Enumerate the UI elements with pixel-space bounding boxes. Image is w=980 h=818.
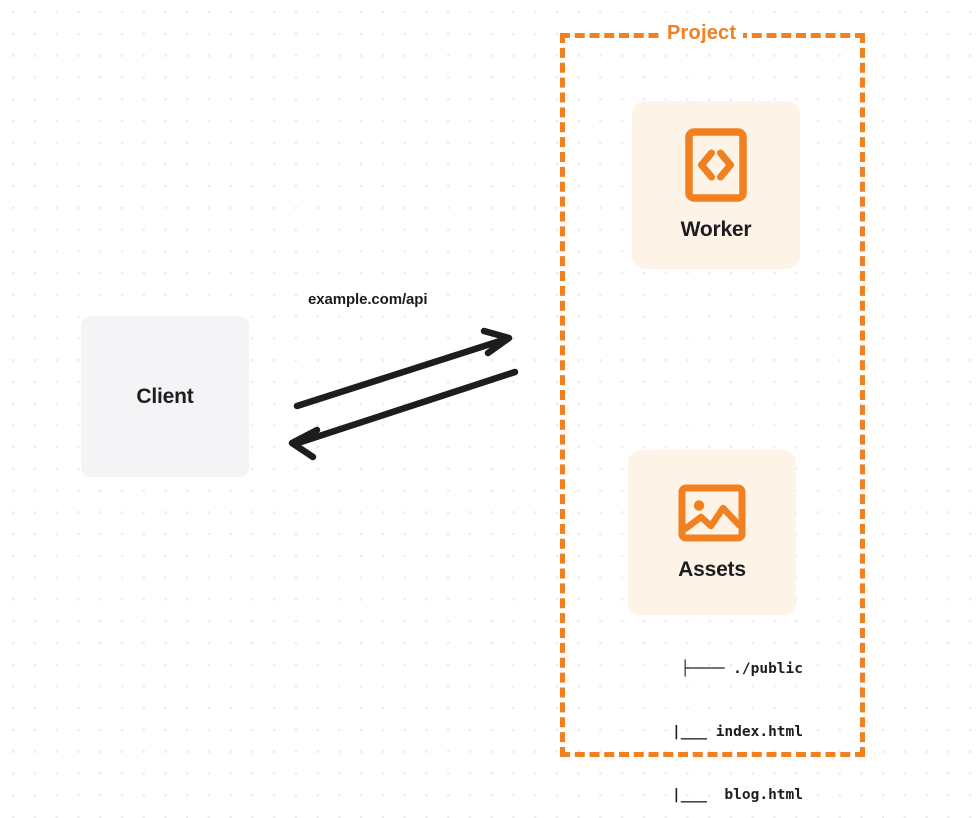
file-tree-row: ├──── ./public bbox=[680, 661, 803, 677]
inbound-arrow bbox=[288, 368, 519, 461]
client-node[interactable]: Client bbox=[81, 316, 249, 477]
assets-node[interactable]: Assets bbox=[628, 450, 796, 615]
worker-node-label: Worker bbox=[680, 218, 752, 241]
project-label: Project bbox=[660, 20, 744, 46]
code-brackets-icon bbox=[685, 128, 747, 202]
connection-label: example.com/api bbox=[308, 291, 428, 308]
worker-node[interactable]: Worker bbox=[632, 101, 800, 269]
outbound-arrow bbox=[293, 327, 513, 410]
assets-file-tree: ├──── ./public |___ index.html |___ blog… bbox=[605, 617, 803, 818]
assets-node-label: Assets bbox=[678, 557, 746, 581]
image-picture-icon bbox=[678, 484, 746, 542]
file-tree-row: |___ index.html bbox=[637, 724, 803, 740]
file-tree-row: |___ blog.html bbox=[637, 787, 803, 803]
client-node-label: Client bbox=[136, 384, 194, 408]
